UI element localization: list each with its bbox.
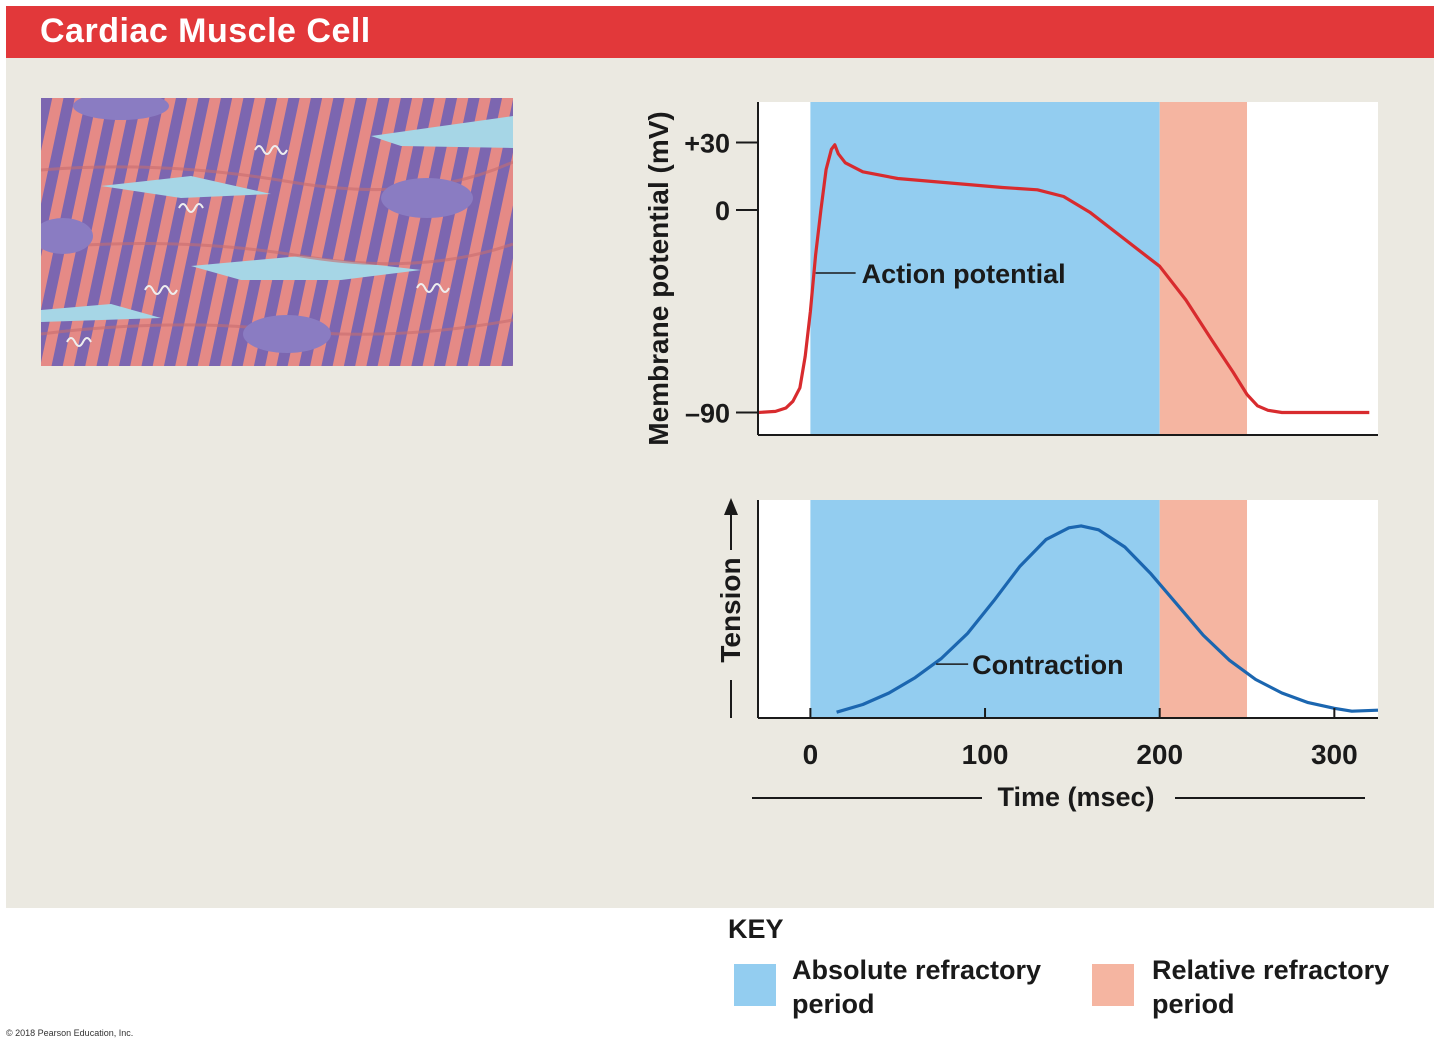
- tension-axis-label-group: Tension: [715, 498, 746, 718]
- title-bar: Cardiac Muscle Cell: [6, 6, 1434, 58]
- absolute-refractory-label-line2: period: [792, 989, 875, 1019]
- contraction-chart: 0 100 200 300 Contraction Tension Time (mse…: [715, 498, 1379, 812]
- time-axis-label: Time (msec): [997, 782, 1154, 812]
- x-tick-label: 200: [1136, 739, 1183, 770]
- contraction-relative-refractory-region: [1159, 500, 1248, 718]
- action-potential-line: [757, 143, 1370, 415]
- key-heading: KEY: [728, 914, 784, 944]
- action-potential-chart: +30 0 –90 Action potential Membrane potent…: [643, 102, 1378, 446]
- tension-arrow-icon: [724, 498, 738, 515]
- y-tick-label: –90: [685, 399, 730, 429]
- copyright-notice: © 2018 Pearson Education, Inc.: [6, 1028, 134, 1038]
- relative-refractory-swatch: [1092, 964, 1134, 1006]
- relative-refractory-label: Relative refractory period: [1152, 953, 1389, 1021]
- contraction-annotation: Contraction: [972, 650, 1124, 680]
- absolute-refractory-label-line1: Absolute refractory: [792, 955, 1042, 985]
- absolute-refractory-label: Absolute refractory period: [792, 953, 1041, 1021]
- contraction-absolute-refractory-region: [810, 500, 1160, 718]
- y-tick-label: +30: [684, 129, 730, 159]
- action-potential-y-axis-label: Membrane potential (mV): [643, 111, 674, 445]
- x-tick-label: 300: [1311, 739, 1358, 770]
- action-potential-annotation: Action potential: [862, 259, 1066, 289]
- y-tick-label: 0: [715, 196, 730, 226]
- action-potential-absolute-refractory-region: [810, 102, 1160, 435]
- cardiac-muscle-illustration: [41, 98, 513, 366]
- contraction-line: [836, 524, 1379, 714]
- relative-refractory-label-line2: period: [1152, 989, 1235, 1019]
- x-tick-label: 0: [803, 739, 819, 770]
- relative-refractory-label-line1: Relative refractory: [1152, 955, 1390, 985]
- absolute-refractory-swatch: [734, 964, 776, 1006]
- page-title: Cardiac Muscle Cell: [40, 12, 371, 50]
- action-potential-relative-refractory-region: [1159, 102, 1248, 435]
- action-potential-y-ticks: +30 0 –90: [684, 129, 758, 429]
- x-tick-label: 100: [962, 739, 1009, 770]
- contraction-x-ticks: 0 100 200 300: [803, 708, 1358, 770]
- contraction-y-axis-label: Tension: [715, 557, 746, 662]
